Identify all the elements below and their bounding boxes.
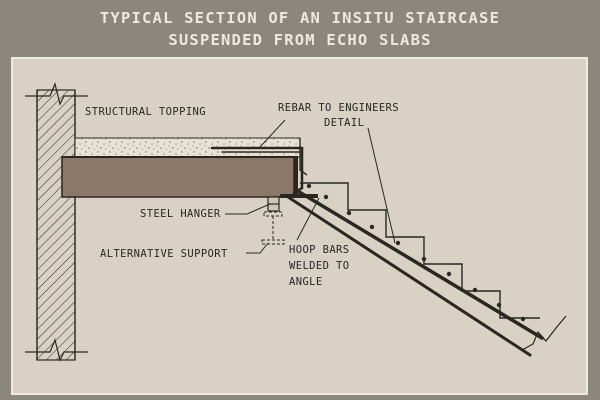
- label-structural-topping: STRUCTURAL TOPPING: [85, 106, 206, 118]
- leader-hanger: [225, 203, 271, 215]
- top-riser: [299, 138, 308, 176]
- label-hoop-line-3: ANGLE: [289, 276, 323, 288]
- label-rebar-line-2: DETAIL: [324, 117, 364, 129]
- hoop-bars: [306, 183, 526, 322]
- label-alternative-support: ALTERNATIVE SUPPORT: [100, 248, 228, 260]
- stair-steps: [300, 182, 540, 319]
- label-rebar-line-1: REBAR TO ENGINEERS: [278, 102, 399, 114]
- leader-alt-support: [246, 242, 269, 254]
- drawing-panel: [11, 57, 588, 395]
- stair-break-line: [521, 315, 567, 351]
- title-line-2: SUSPENDED FROM ECHO SLABS: [168, 31, 432, 49]
- leader-hoop: [296, 197, 320, 241]
- echo-slab: [61, 156, 295, 198]
- stair-waist: [286, 188, 544, 357]
- wall-break-top: [25, 82, 88, 106]
- label-hoop-line-2: WELDED TO: [289, 260, 350, 272]
- leader-rebar-2: [367, 127, 396, 244]
- wall-break-bottom: [25, 338, 88, 362]
- leader-rebar-1: [259, 119, 286, 148]
- label-steel-hanger: STEEL HANGER: [140, 208, 221, 220]
- alternative-support: [261, 211, 285, 245]
- wall: [25, 82, 88, 362]
- label-hoop-line-1: HOOP BARS: [289, 244, 350, 256]
- title-line-1: TYPICAL SECTION OF AN INSITU STAIRCASE: [99, 9, 501, 27]
